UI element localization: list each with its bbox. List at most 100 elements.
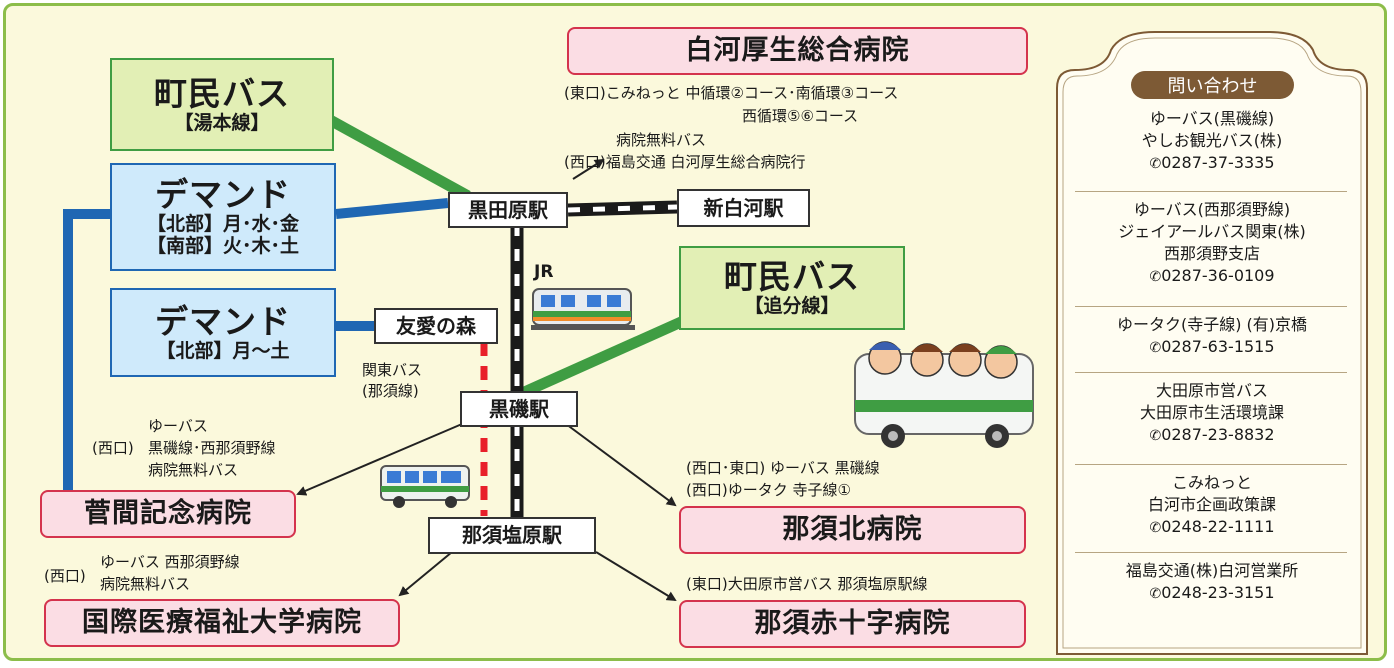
contact-entry-line: 西那須野支店 [1163, 244, 1260, 263]
phone-icon: ✆ [1149, 586, 1162, 602]
town-bus-yumoto-title: 町民バス [154, 73, 290, 113]
contact-phone-number: 0287-37-3335 [1161, 153, 1275, 172]
shirakawa-west-note-1: 病院無料バス [616, 131, 707, 149]
contact-entry-line: 白河市企画政策課 [1147, 495, 1276, 514]
demand-box-2-line1: 【北部】月〜土 [156, 339, 290, 362]
hospital-nasu-kita: 那須北病院 [679, 506, 1026, 554]
hospital-kokusai-name: 国際医療福祉大学病院 [82, 607, 362, 639]
arrow-to-shirakawa-note [572, 158, 605, 180]
contact-entry: ゆーバス(黒磯線)やしお観光バス(株)✆0287-37-3335 [1077, 108, 1347, 175]
kanto-bus-label-1: 関東バス [362, 361, 423, 379]
demand-box-2-title: デマンド [155, 301, 291, 341]
hospital-nasu-red-cross: 那須赤十字病院 [679, 600, 1026, 648]
contact-entry-line: ゆータク(寺子線) (有)京橋 [1116, 315, 1308, 334]
contact-divider [1075, 552, 1347, 553]
sugama-note-3: 病院無料バス [148, 461, 239, 479]
phone-icon: ✆ [1149, 520, 1162, 536]
contact-phone: ✆0248-23-3151 [1077, 582, 1347, 605]
phone-icon: ✆ [1149, 269, 1162, 285]
arrow-to-kokusai [398, 551, 453, 597]
station-kuroiso: 黒磯駅 [460, 391, 578, 427]
city-bus-icon [380, 465, 470, 508]
kokusai-note-west: (西口) [44, 567, 86, 585]
contact-phone-number: 0287-36-0109 [1161, 266, 1275, 285]
contact-phone-number: 0248-22-1111 [1161, 517, 1275, 536]
nasukita-note-2: (西口)ゆータク 寺子線① [686, 481, 851, 499]
demand-box-1: デマンド 【北部】月･水･金 【南部】火･木･土 [110, 163, 336, 271]
contact-phone-number: 0248-23-3151 [1161, 583, 1275, 602]
tour-bus-icon [854, 341, 1034, 448]
rail-branch-ties [567, 204, 678, 213]
contact-entry: 大田原市営バス大田原市生活環境課 ✆0287-23-8832 [1077, 380, 1347, 447]
demand-line-1 [335, 198, 449, 219]
hospital-sugama: 菅間記念病院 [40, 490, 296, 538]
hospital-sugama-name: 菅間記念病院 [84, 498, 252, 530]
contact-entry: ゆータク(寺子線) (有)京橋 ✆0287-63-1515 [1077, 314, 1347, 359]
hospital-shirakawa-name: 白河厚生総合病院 [685, 35, 910, 67]
town-bus-oiwake-title: 町民バス [724, 257, 860, 297]
phone-icon: ✆ [1149, 428, 1162, 444]
town-bus-oiwake-line [517, 312, 693, 400]
demand-box-1-line2: 【南部】火･木･土 [146, 234, 299, 257]
hospital-nasu-red-cross-name: 那須赤十字病院 [754, 608, 951, 640]
contact-entry-line: 大田原市生活環境課 [1139, 403, 1284, 422]
contact-phone: ✆0287-36-0109 [1077, 265, 1347, 288]
contact-phone: ✆0287-37-3335 [1077, 152, 1347, 175]
contact-entry: こみねっと白河市企画政策課 ✆0248-22-1111 [1077, 472, 1347, 539]
contact-entry-line: ジェイアールバス関東(株) [1118, 222, 1306, 241]
contact-phone-number: 0287-63-1515 [1161, 337, 1275, 356]
arrow-to-redcross [595, 551, 677, 602]
phone-icon: ✆ [1149, 340, 1162, 356]
station-kurodahara-name: 黒田原駅 [468, 197, 548, 222]
contact-divider [1075, 372, 1347, 373]
kokusai-note-2: 病院無料バス [100, 575, 191, 593]
arrow-to-nasukita [565, 423, 677, 507]
station-shin-shirakawa-name: 新白河駅 [703, 195, 784, 220]
station-kuroiso-name: 黒磯駅 [489, 396, 549, 421]
hospital-shirakawa: 白河厚生総合病院 [567, 27, 1028, 75]
kanto-bus-label: 関東バス (那須線) [362, 360, 422, 402]
kokusai-note-1: ゆーバス 西那須野線 [100, 553, 240, 571]
contact-entry: ゆーバス(西那須野線)ジェイアールバス関東(株)西那須野支店✆0287-36-0… [1077, 199, 1347, 288]
contact-entry-line: こみねっと [1171, 473, 1252, 492]
contact-panel [1056, 31, 1368, 655]
demand-line-sugama [63, 209, 110, 494]
nasukita-note-1: (西口･東口) ゆーバス 黒磯線 [686, 459, 880, 477]
station-shin-shirakawa: 新白河駅 [677, 189, 810, 227]
shirakawa-east-note-2: 西循環⑤⑥コース [742, 107, 859, 125]
contact-entry-line: 大田原市営バス [1155, 381, 1268, 400]
town-bus-yumoto-sub: 【湯本線】 [174, 111, 270, 134]
demand-box-1-line1: 【北部】月･水･金 [146, 213, 299, 236]
arrow-to-sugama [296, 423, 463, 496]
hospital-kokusai: 国際医療福祉大学病院 [44, 599, 400, 647]
contact-title: 問い合わせ [1131, 71, 1294, 99]
demand-box-2: デマンド 【北部】月〜土 [110, 288, 336, 377]
contact-phone-number: 0287-23-8832 [1161, 425, 1275, 444]
contact-phone: ✆0287-63-1515 [1077, 336, 1347, 359]
contact-entry-line: ゆーバス(西那須野線) [1133, 200, 1291, 219]
station-kurodahara: 黒田原駅 [448, 192, 568, 228]
kanto-bus-label-2: (那須線) [362, 382, 419, 400]
contact-divider [1075, 464, 1347, 465]
contact-entry-line: 福島交通(株)白河営業所 [1125, 561, 1299, 580]
sugama-note-west: (西口) [92, 439, 134, 457]
town-bus-oiwake-sub: 【追分線】 [744, 295, 840, 318]
contact-entry-line: ゆーバス(黒磯線) [1149, 109, 1275, 128]
station-yuai-no-mori-name: 友愛の森 [396, 313, 476, 338]
contact-divider [1075, 191, 1347, 192]
town-bus-yumoto-line [327, 115, 471, 201]
demand-box-1-title: デマンド [155, 175, 291, 215]
station-nasushiobara-name: 那須塩原駅 [462, 523, 562, 547]
contact-divider [1075, 306, 1347, 307]
contact-phone: ✆0287-23-8832 [1077, 424, 1347, 447]
shirakawa-east-note-1: (東口)こみねっと 中循環②コース･南循環③コース [564, 84, 899, 102]
station-nasushiobara: 那須塩原駅 [428, 517, 596, 554]
contact-entry: 福島交通(株)白河営業所 ✆0248-23-3151 [1077, 560, 1347, 605]
town-bus-oiwake-box: 町民バス 【追分線】 [679, 246, 905, 330]
sugama-note-1: ゆーバス [148, 417, 208, 435]
redcross-note-1: (東口)大田原市営バス 那須塩原駅線 [686, 575, 928, 593]
shirakawa-west-note-2: (西口)福島交通 白河厚生総合病院行 [564, 153, 806, 171]
sugama-note-2: 黒磯線･西那須野線 [148, 439, 276, 457]
station-yuai-no-mori: 友愛の森 [374, 308, 498, 344]
